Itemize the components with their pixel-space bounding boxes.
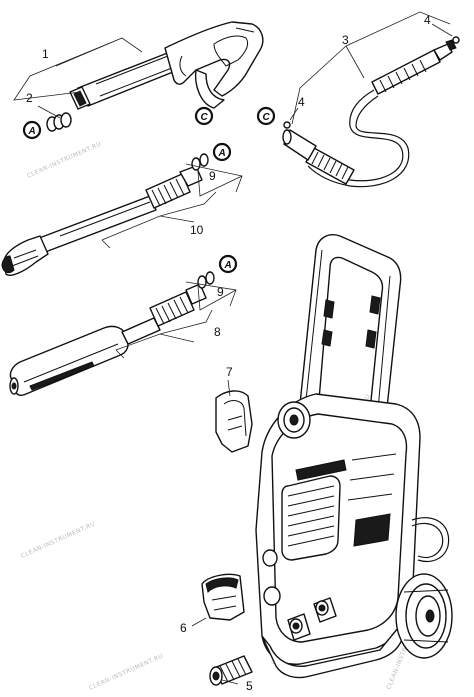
svg-text:A: A bbox=[224, 260, 232, 271]
o-ring-hose-top bbox=[452, 36, 460, 44]
leader-lines bbox=[13, 11, 453, 685]
svg-text:A: A bbox=[28, 126, 36, 137]
callout-6: 6 bbox=[180, 621, 187, 635]
badge-c-hose: C bbox=[256, 106, 276, 126]
callout-numbers: 1 2 3 4 4 9 10 9 8 7 6 5 bbox=[26, 13, 431, 693]
callout-9-bottom: 9 bbox=[217, 285, 224, 299]
callout-9-top: 9 bbox=[209, 169, 216, 183]
watermark-2: CLEAN-INSTRUMENT.RU bbox=[20, 521, 97, 560]
svg-text:C: C bbox=[263, 112, 271, 123]
accessory-holder bbox=[215, 390, 253, 453]
callout-5: 5 bbox=[246, 679, 253, 693]
svg-text:A: A bbox=[218, 148, 226, 159]
badge-c-gun: C bbox=[194, 106, 214, 126]
svg-text:C: C bbox=[201, 112, 209, 123]
nozzle-holder-clip bbox=[201, 573, 245, 621]
letter-badges: A C C A A bbox=[22, 106, 276, 274]
callout-4-mid: 4 bbox=[298, 95, 305, 109]
callout-7: 7 bbox=[226, 365, 233, 379]
watermark-1: CLEAN-INSTRUMENT.RU bbox=[26, 141, 103, 180]
o-ring-hose-mid bbox=[283, 121, 291, 129]
callout-10: 10 bbox=[190, 223, 204, 237]
o-ring-set bbox=[46, 112, 72, 132]
garden-hose-connector bbox=[209, 655, 253, 686]
callout-8: 8 bbox=[214, 325, 221, 339]
callout-4-top: 4 bbox=[424, 13, 431, 27]
callout-2: 2 bbox=[26, 91, 33, 105]
callout-1: 1 bbox=[42, 47, 49, 61]
vario-power-lance bbox=[9, 271, 215, 396]
badge-a-gun: A bbox=[22, 120, 42, 140]
rotating-nozzle-lance bbox=[1, 153, 209, 276]
callout-3: 3 bbox=[342, 33, 349, 47]
badge-a-lance-bottom: A bbox=[218, 254, 238, 274]
badge-a-lance-top: A bbox=[212, 142, 232, 162]
high-pressure-hose bbox=[282, 39, 457, 188]
pressure-washer-body bbox=[255, 234, 453, 679]
watermark-3: CLEAN-INSTRUMENT.RU bbox=[88, 653, 165, 692]
trigger-gun bbox=[69, 21, 264, 110]
